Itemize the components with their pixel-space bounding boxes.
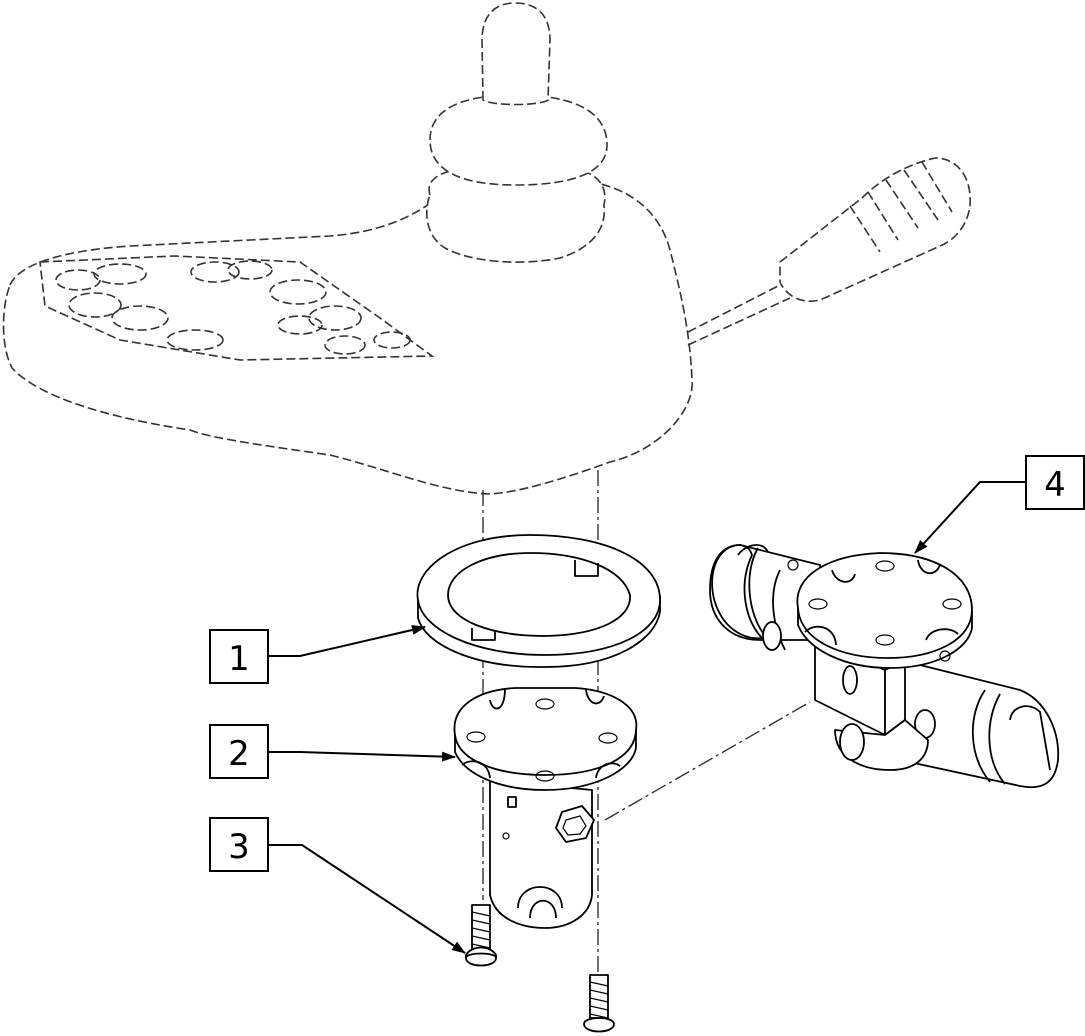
leader-lines [268, 481, 1026, 954]
leader-1 [268, 625, 426, 657]
joystick-collar [429, 94, 608, 186]
leader-4 [914, 481, 1026, 554]
cable-connector [779, 157, 971, 302]
callout-1: 1 [209, 629, 269, 684]
callout-4-label: 4 [1044, 465, 1066, 505]
keypad-panel [39, 255, 435, 361]
mounting-clamp [709, 544, 1059, 789]
screw-right [583, 974, 615, 1033]
joystick-stick [481, 2, 551, 106]
keypad-buttons [55, 260, 411, 355]
mounting-screws [465, 904, 615, 1033]
leader-2 [268, 751, 456, 762]
callout-2-label: 2 [228, 734, 250, 774]
joystick-controller [2, 2, 971, 495]
callout-3-label: 3 [228, 827, 250, 867]
callout-1-label: 1 [228, 639, 250, 679]
leader-3 [268, 844, 466, 954]
mounting-ring [416, 534, 661, 668]
callout-3: 3 [209, 817, 269, 872]
screw-left [465, 904, 497, 967]
mounting-puck [453, 687, 638, 929]
callout-2: 2 [209, 724, 269, 779]
controller-cable [687, 283, 791, 346]
callout-4: 4 [1025, 455, 1085, 510]
